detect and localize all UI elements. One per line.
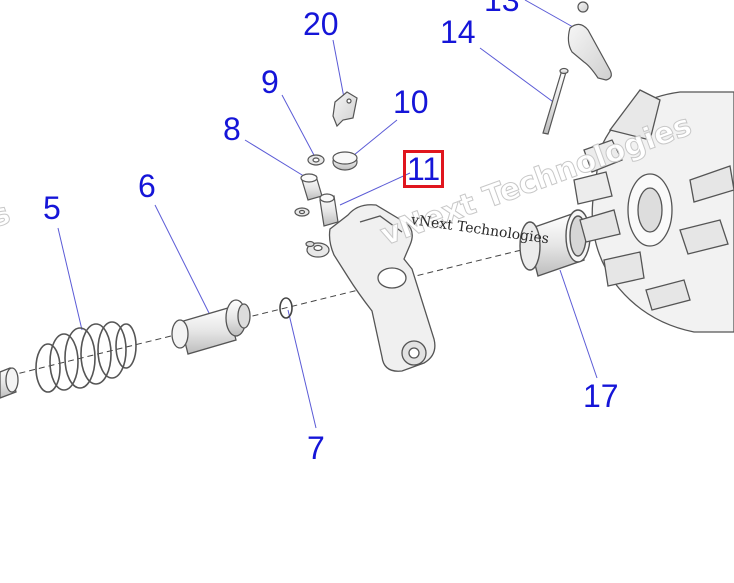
part-17-bushing: [519, 209, 591, 277]
part-7-o-ring: [279, 297, 293, 319]
leader-14: [479, 47, 557, 105]
part-5-spring: [35, 321, 137, 393]
part-8-bushing: [300, 173, 323, 201]
leader-5: [57, 227, 83, 331]
leader-20: [332, 39, 346, 104]
callout-14: 14: [440, 14, 476, 50]
callout-8: 8: [223, 111, 241, 147]
callout-7: 7: [307, 430, 325, 466]
leader-6: [154, 204, 211, 316]
leader-11: [339, 172, 411, 206]
leader-lines: [57, 0, 598, 429]
callout-17: 17: [583, 378, 619, 414]
part-11-pin: [319, 193, 339, 227]
callout-20: 20: [303, 6, 339, 42]
part-clutch-housing: [573, 89, 734, 333]
part-weight-arm: [328, 204, 436, 372]
callout-5: 5: [43, 190, 61, 226]
small-washers: [294, 207, 330, 258]
callout-13: 13: [484, 0, 520, 18]
callout-10: 10: [393, 84, 429, 120]
part-20-clip: [332, 91, 358, 128]
part-left-cup: [0, 367, 19, 399]
leader-10: [353, 119, 398, 156]
leader-8: [244, 139, 308, 179]
leader-9: [281, 94, 316, 158]
leader-17: [559, 269, 598, 379]
callout-11: 11: [403, 150, 445, 188]
callout-6: 6: [138, 168, 156, 204]
part-14-pin: [542, 67, 569, 135]
callout-9: 9: [261, 64, 279, 100]
part-6-sleeve: [171, 299, 251, 355]
part-13-lever: [567, 1, 612, 81]
part-10-cap: [332, 151, 358, 171]
leader-13: [524, 0, 574, 28]
part-9-washer: [307, 154, 325, 166]
leader-7: [287, 309, 317, 429]
